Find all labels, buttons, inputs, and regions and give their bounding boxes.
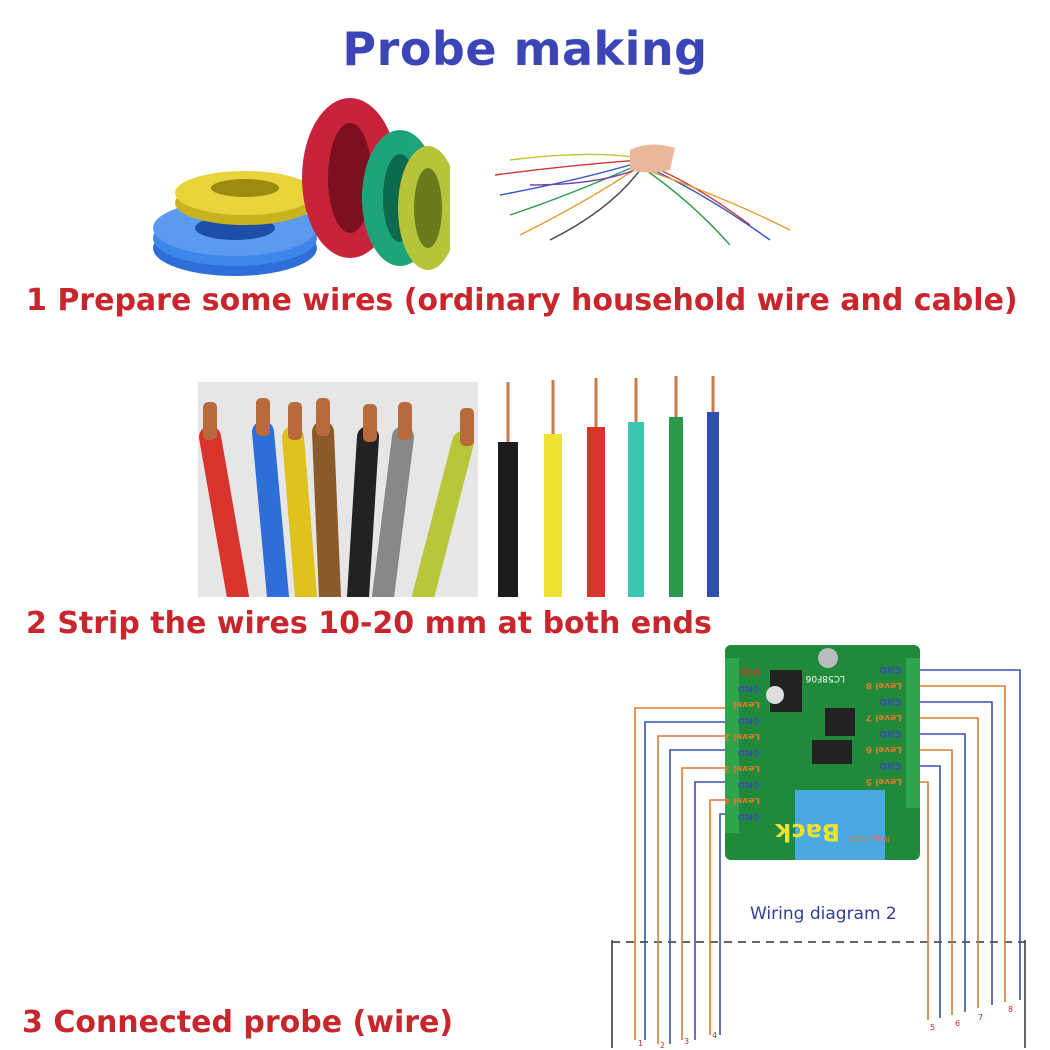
probe-number: 1 (638, 1039, 643, 1048)
right-label: Level 6 (866, 744, 902, 754)
right-label: Level 7 (866, 712, 902, 722)
step-2-text: 2 Strip the wires 10-20 mm at both ends (26, 606, 712, 641)
probe-number: 2 (660, 1041, 665, 1050)
left-label: Level 4 (724, 795, 760, 805)
left-label: Level 3 (724, 763, 760, 773)
right-label: GND (880, 760, 902, 770)
stripped-solid-wires-image (488, 372, 728, 597)
thin-wires-bundle-image (494, 144, 790, 246)
step-3-text: 3 Connected probe (wire) (22, 1005, 454, 1040)
water-tank (611, 940, 1026, 1048)
probe-numbers: 1 2 3 4 5 6 7 8 (638, 1005, 1013, 1050)
probe-number: 4 (712, 1031, 717, 1040)
stripped-stranded-wires-image (198, 382, 478, 597)
probe-number: 6 (955, 1019, 960, 1028)
controller-board: Back LC58F06 Relay OUT (725, 645, 920, 860)
right-terminal-labels: GND Level 8 GND Level 7 GND Level 6 GND … (866, 664, 902, 786)
right-label: GND (880, 664, 902, 674)
right-label: Level 5 (866, 776, 902, 786)
probe-number: 3 (684, 1037, 689, 1046)
right-label: GND (880, 696, 902, 706)
left-label: GND (738, 779, 760, 789)
left-terminal-labels: VCC GND Level GND Level 2 GND Level 3 GN… (724, 666, 760, 821)
right-label: GND (880, 728, 902, 738)
left-label: GND (738, 683, 760, 693)
left-label: VCC (739, 666, 760, 676)
page-title: Probe making (342, 22, 708, 76)
step-1-text: 1 Prepare some wires (ordinary household… (26, 283, 1018, 318)
back-label: Back (774, 818, 840, 846)
left-label: GND (738, 715, 760, 725)
probe-number: 8 (1008, 1005, 1013, 1014)
probe-number: 5 (930, 1023, 935, 1032)
wiring-diagram: Back LC58F06 Relay OUT VCC GND Level GND… (611, 645, 1026, 1050)
left-label: GND (738, 811, 760, 821)
wire-coils-image (153, 98, 450, 276)
relay-out-label: Relay OUT (848, 834, 890, 843)
left-label: Level 2 (724, 731, 760, 741)
chip-label: LC58F06 (805, 673, 845, 683)
wiring-diagram-caption: Wiring diagram 2 (750, 904, 897, 924)
probe-number: 7 (978, 1013, 983, 1022)
left-label: Level (733, 699, 760, 709)
left-label: GND (738, 747, 760, 757)
right-label: Level 8 (866, 680, 902, 690)
